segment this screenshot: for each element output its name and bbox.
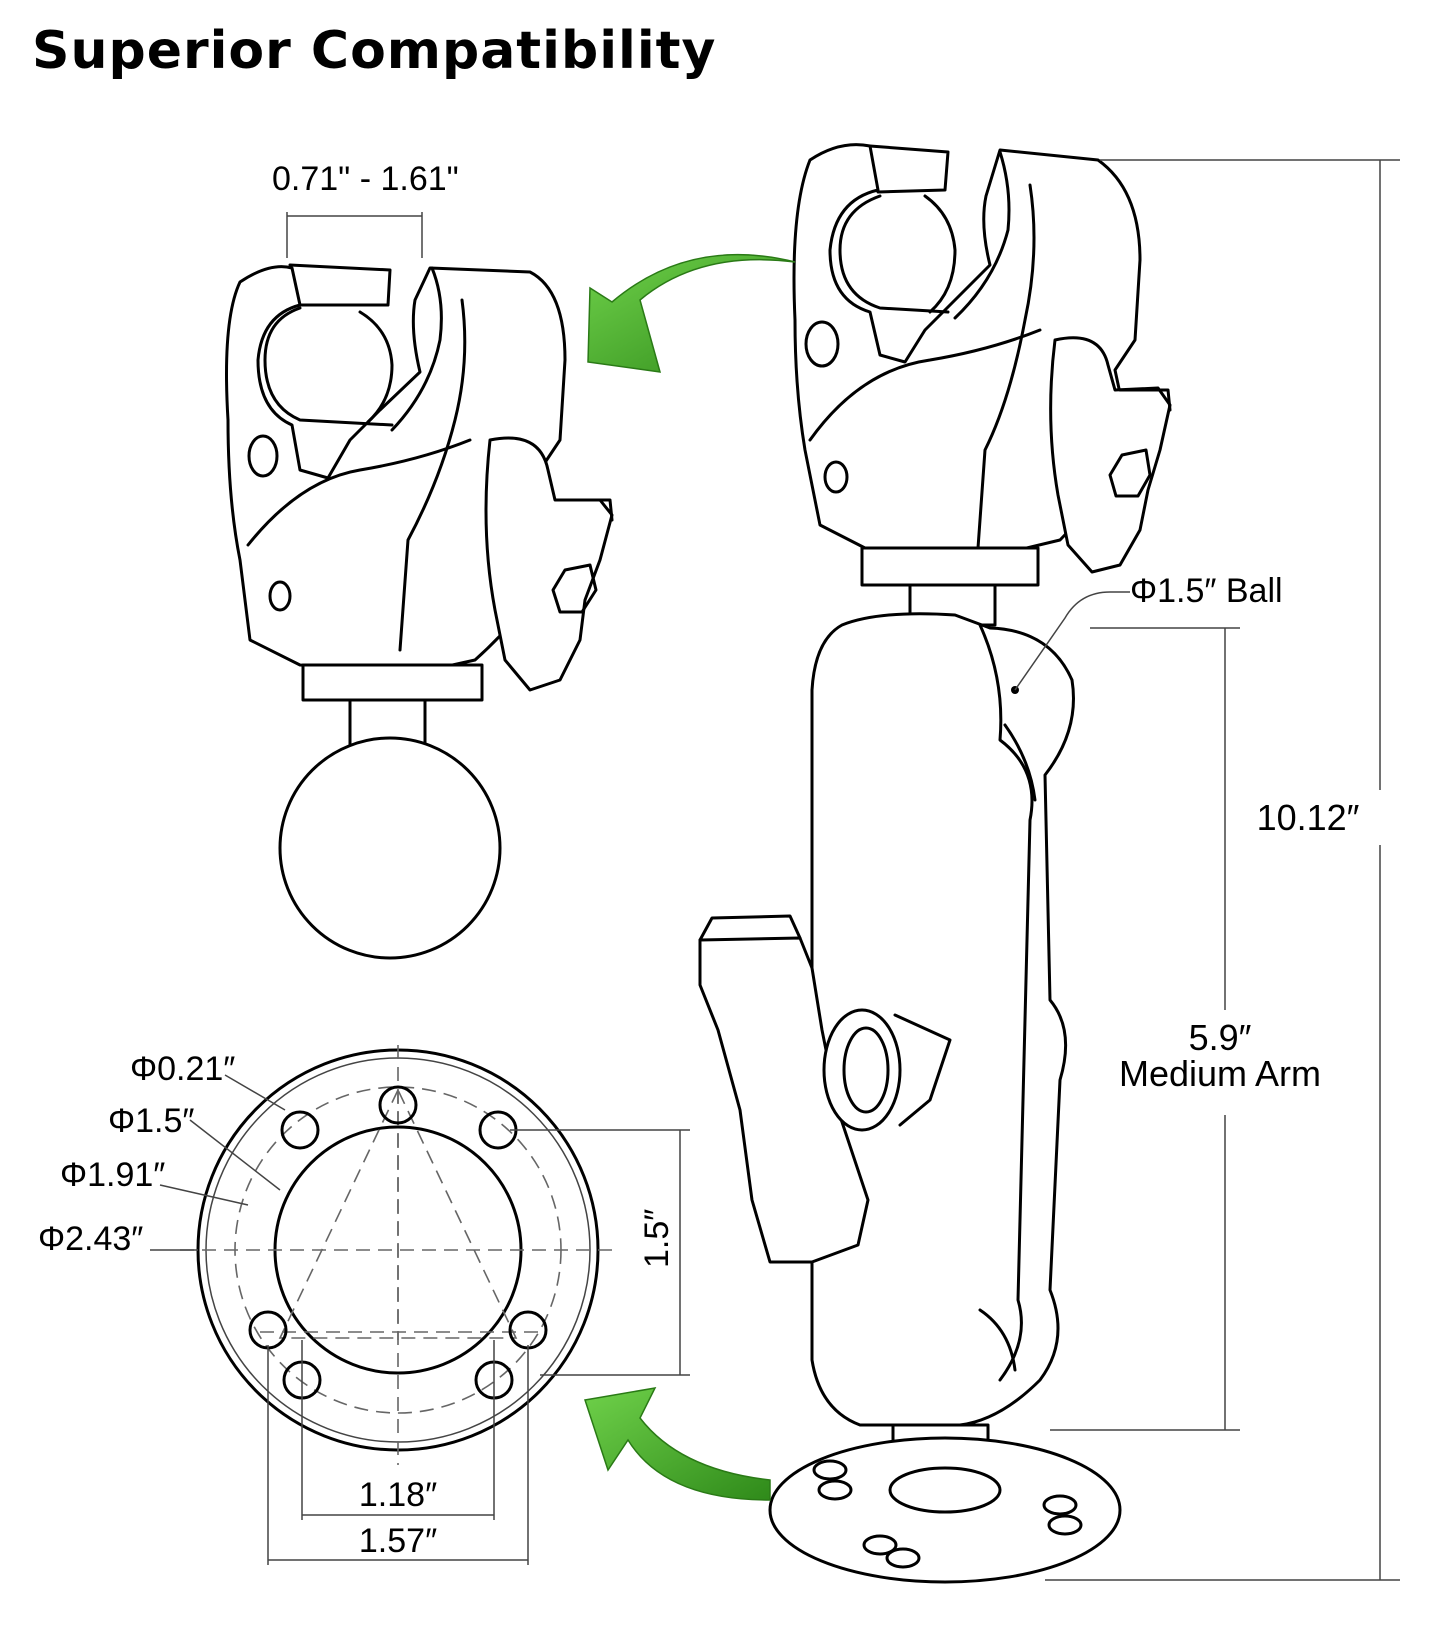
page-title: Superior Compatibility (32, 21, 716, 81)
base-diameter-label: Φ2.43″ (38, 1220, 143, 1258)
bolt-circle-label: Φ1.91″ (60, 1156, 165, 1194)
ball-callout (1011, 591, 1130, 694)
arrow-to-base (584, 1387, 771, 1501)
clamp-ball-drawing (225, 212, 614, 960)
base-plate-drawing (150, 1045, 690, 1565)
arm-name-label: Medium Arm (1119, 1053, 1321, 1094)
height-dimension (1045, 159, 1400, 1581)
hole-diameter-label: Φ0.21″ (130, 1050, 235, 1088)
outer-spacing-label: 1.57″ (359, 1522, 437, 1560)
arrow-to-clamp (587, 253, 796, 373)
ball-diameter-label: Φ1.5″ Ball (1130, 572, 1283, 610)
arm-length-label: 5.9″ (1189, 1017, 1252, 1058)
vertical-spacing-label: 1.5″ (638, 1209, 676, 1268)
arm-dimension (1050, 627, 1240, 1431)
full-mount-drawing (698, 143, 1172, 1584)
total-height-label: 10.12″ (1257, 797, 1360, 838)
clamp-range-label: 0.71" - 1.61" (272, 160, 459, 198)
inner-circle-label: Φ1.5″ (108, 1102, 194, 1140)
inner-spacing-label: 1.18″ (359, 1476, 437, 1514)
